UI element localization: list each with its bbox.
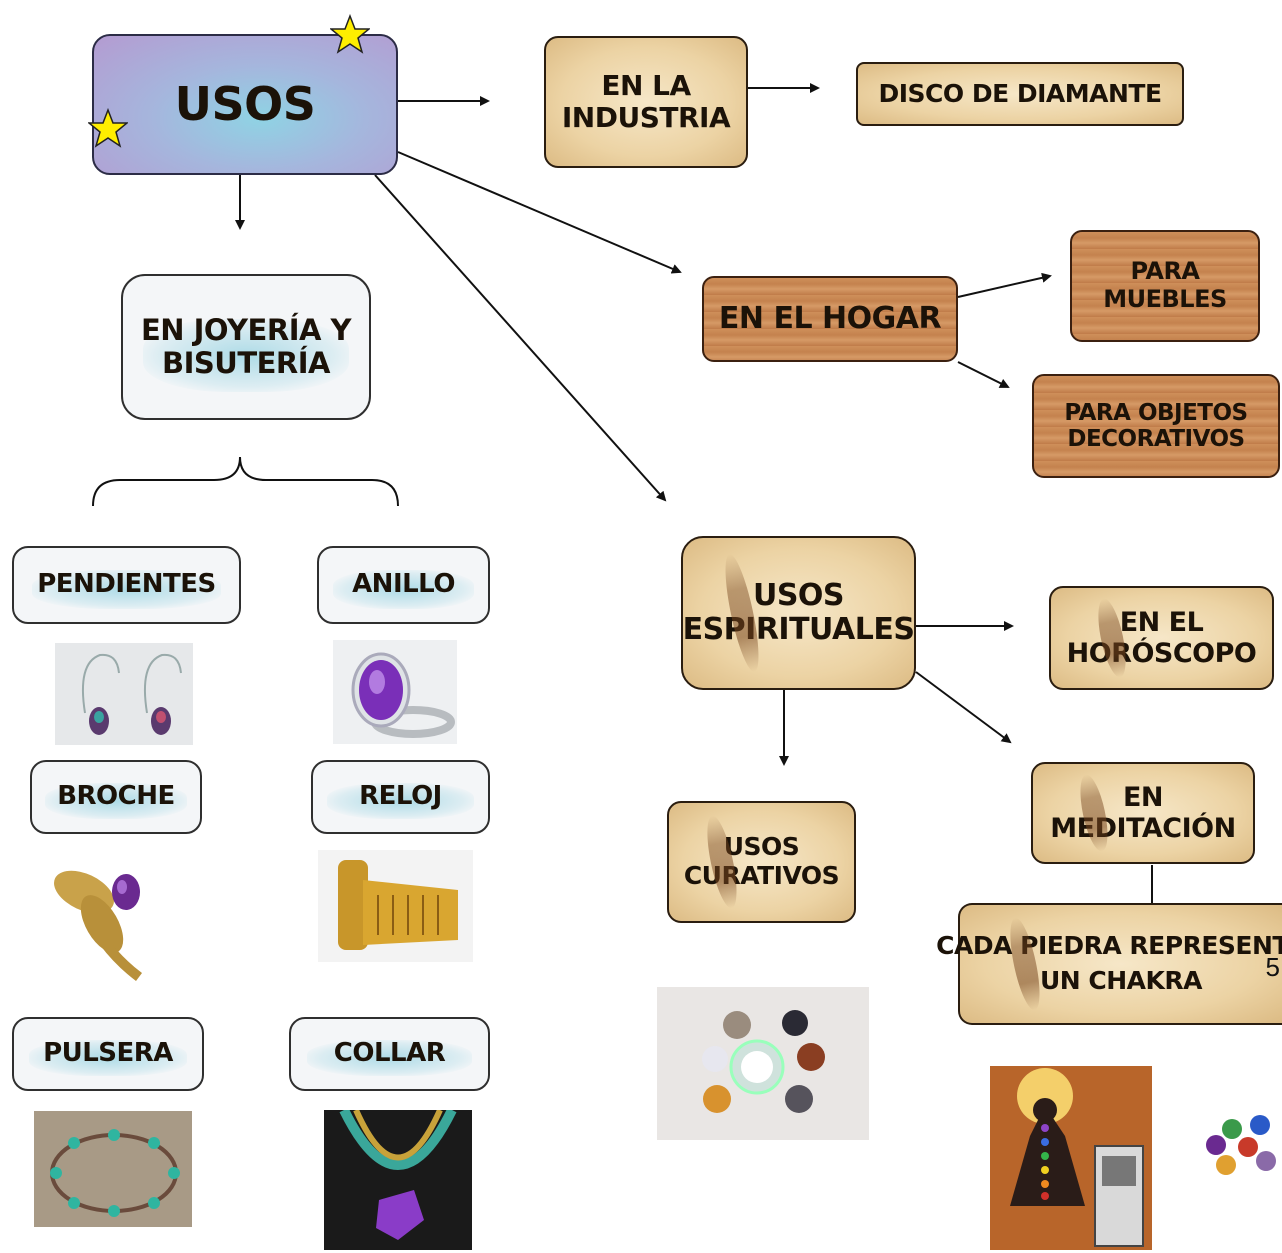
node-line: DECORATIVOS: [1067, 426, 1245, 452]
watch-image: [318, 850, 473, 962]
jewelry-label-collar: COLLAR: [289, 1017, 490, 1091]
page-number: 5: [1265, 952, 1280, 982]
node-line: EN EL: [1119, 606, 1204, 638]
node-line: USOS: [723, 832, 800, 862]
node-line: EN JOYERÍA Y: [140, 312, 352, 347]
jewelry-label-text: BROCHE: [57, 781, 175, 812]
node-en-el-horoscopo: EN EL HORÓSCOPO: [1049, 586, 1274, 690]
node-line: UN CHAKRA: [1039, 966, 1203, 995]
brooch-image: [44, 862, 162, 984]
node-line: PARA OBJETOS: [1064, 399, 1248, 426]
node-line: MUEBLES: [1103, 285, 1227, 313]
node-disco-de-diamante: DISCO DE DIAMANTE: [856, 62, 1184, 126]
star-icon: [88, 108, 128, 148]
node-line: CURATIVOS: [683, 861, 840, 890]
star-icon: [330, 14, 370, 54]
node-label: EN EL HOGAR: [718, 300, 942, 336]
chakra-stones-image: [1186, 1085, 1282, 1205]
jewelry-label-text: PENDIENTES: [37, 569, 216, 600]
arrow-usos-espirituales: [374, 174, 667, 502]
jewelry-label-text: PULSERA: [43, 1038, 173, 1069]
node-line: USOS: [752, 577, 845, 613]
node-para-muebles: PARA MUEBLES: [1070, 230, 1260, 342]
central-node-label: USOS: [174, 77, 316, 132]
node-line: MEDITACIÓN: [1050, 813, 1236, 844]
jewelry-label-broche: BROCHE: [30, 760, 202, 834]
node-usos-espirituales: USOS ESPIRITUALES: [681, 536, 916, 690]
node-en-meditacion: EN MEDITACIÓN: [1031, 762, 1255, 864]
brace-joyeria: [92, 456, 399, 507]
node-line: ESPIRITUALES: [682, 612, 915, 647]
jewelry-label-text: RELOJ: [359, 781, 442, 812]
healing-stones-image: [657, 987, 869, 1140]
node-line: BISUTERÍA: [162, 346, 331, 380]
node-line: EN LA: [601, 68, 691, 102]
bracelet-image: [34, 1111, 192, 1227]
node-cada-piedra-representa-un-chakra: CADA PIEDRA REPRESENTA UN CHAKRA: [936, 903, 1282, 1025]
node-en-el-hogar: EN EL HOGAR: [702, 276, 958, 362]
node-line: INDUSTRIA: [561, 101, 731, 134]
arrow-usos-hogar: [397, 151, 682, 274]
node-label: DISCO DE DIAMANTE: [878, 78, 1162, 108]
node-line: PARA: [1130, 257, 1200, 286]
jewelry-label-reloj: RELOJ: [311, 760, 490, 834]
jewelry-label-pulsera: PULSERA: [12, 1017, 204, 1091]
node-para-objetos-decorativos: PARA OBJETOS DECORATIVOS: [1032, 374, 1280, 478]
arrow-hogar-decorativos: [957, 361, 1010, 388]
arrow-espirituales-meditacion: [915, 671, 1012, 744]
node-line: EN: [1122, 781, 1164, 813]
node-en-joyeria-y-bisuteria: EN JOYERÍA Y BISUTERÍA: [121, 274, 371, 420]
node-en-la-industria: EN LA INDUSTRIA: [544, 36, 748, 168]
ring-image: [333, 640, 457, 744]
jewelry-label-text: ANILLO: [352, 569, 455, 600]
node-line: HORÓSCOPO: [1066, 638, 1257, 669]
necklace-image: [324, 1110, 472, 1250]
arrow-hogar-muebles: [957, 272, 1052, 298]
node-line: CADA PIEDRA REPRESENTA: [936, 931, 1282, 961]
central-node-usos: USOS: [92, 34, 398, 175]
earrings-image: [55, 643, 193, 745]
jewelry-label-pendientes: PENDIENTES: [12, 546, 241, 624]
node-usos-curativos: USOS CURATIVOS: [667, 801, 856, 923]
chakra-meditation-image: [990, 1066, 1152, 1250]
jewelry-label-text: COLLAR: [333, 1038, 446, 1069]
jewelry-label-anillo: ANILLO: [317, 546, 490, 624]
